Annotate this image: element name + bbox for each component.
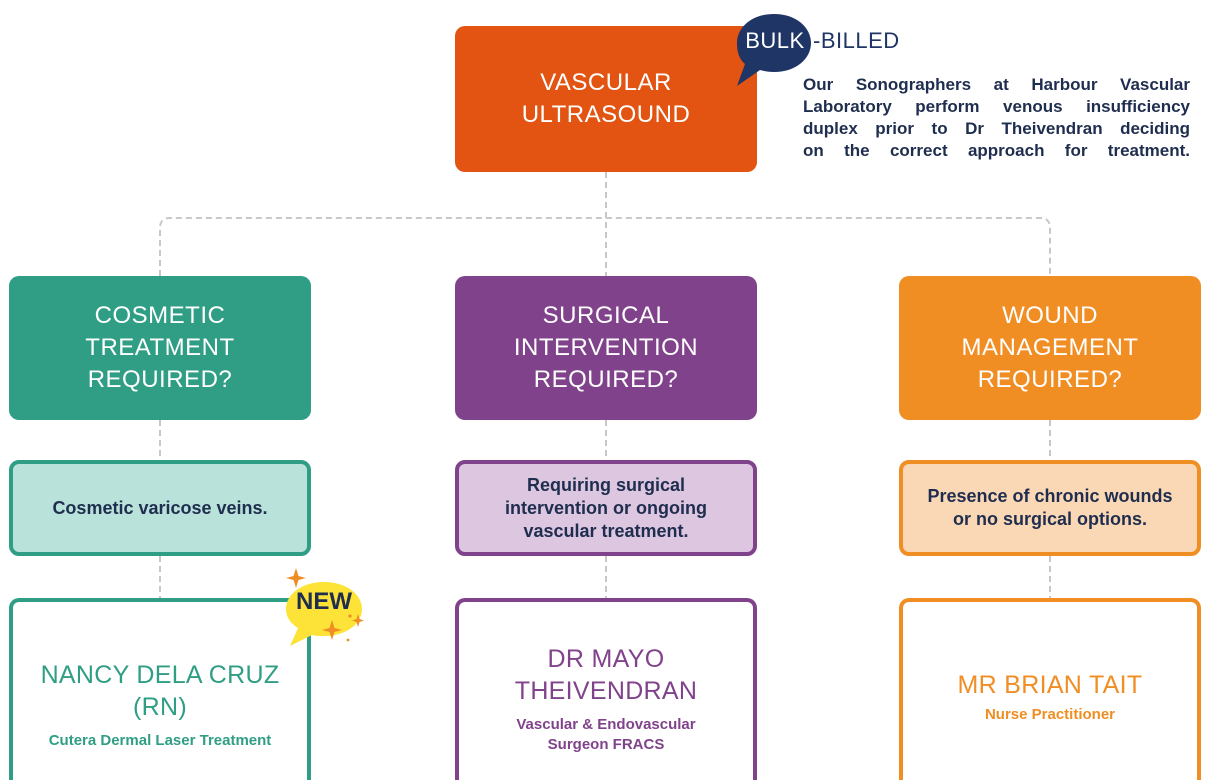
title-line-2: ULTRASOUND	[521, 101, 691, 128]
theivendran-role: Vascular & Endovascular Surgeon FRACS	[516, 716, 696, 753]
wound-heading-box: WOUND MANAGEMENT REQUIRED?	[899, 276, 1201, 420]
name-line: MR BRIAN TAIT	[957, 671, 1143, 699]
sonographer-note: Our Sonographers at Harbour Vascular Lab…	[803, 74, 1190, 162]
heading-line: INTERVENTION	[513, 334, 699, 361]
cosmetic-heading: COSMETIC TREATMENT REQUIRED?	[65, 300, 254, 396]
brian-role: Nurse Practitioner	[984, 706, 1116, 723]
surgical-description-box: Requiring surgical intervention or ongoi…	[455, 460, 757, 556]
nancy-card: NANCY DELA CRUZ (RN) Cutera Dermal Laser…	[9, 598, 311, 780]
surgical-heading-box: SURGICAL INTERVENTION REQUIRED?	[455, 276, 757, 420]
cosmetic-description: Cosmetic varicose veins.	[52, 497, 268, 518]
brian-card: MR BRIAN TAIT Nurse Practitioner	[899, 598, 1201, 780]
name-line: NANCY DELA CRUZ	[40, 661, 280, 689]
cosmetic-description-box: Cosmetic varicose veins.	[9, 460, 311, 556]
nancy-name: NANCY DELA CRUZ (RN)	[31, 659, 290, 723]
title-line-1: VASCULAR	[540, 69, 672, 96]
vascular-ultrasound-box: VASCULAR ULTRASOUND	[455, 26, 757, 172]
heading-line: REQUIRED?	[977, 366, 1123, 393]
theivendran-name: DR MAYO THEIVENDRAN	[505, 643, 708, 707]
heading-line: WOUND	[1002, 302, 1098, 329]
heading-line: TREATMENT	[85, 334, 235, 361]
surgical-description: Requiring surgical intervention or ongoi…	[505, 474, 707, 541]
surgical-heading: SURGICAL INTERVENTION REQUIRED?	[494, 300, 718, 396]
wound-description-box: Presence of chronic wounds or no surgica…	[899, 460, 1201, 556]
vascular-ultrasound-title: VASCULAR ULTRASOUND	[502, 67, 711, 131]
bulk-badge-text: BULK	[745, 28, 805, 53]
note-line: Laboratory perform venous insufficiency	[803, 97, 1190, 116]
note-line: on the correct approach for treatment.	[803, 141, 1190, 160]
new-badge-icon	[286, 568, 364, 646]
heading-line: REQUIRED?	[533, 366, 679, 393]
name-line: DR MAYO	[547, 645, 665, 673]
heading-line: REQUIRED?	[87, 366, 233, 393]
nancy-role: Cutera Dermal Laser Treatment	[48, 732, 272, 749]
note-line: duplex prior to Dr Theivendran deciding	[803, 119, 1190, 138]
cosmetic-heading-box: COSMETIC TREATMENT REQUIRED?	[9, 276, 311, 420]
name-line: THEIVENDRAN	[514, 677, 698, 705]
theivendran-card: DR MAYO THEIVENDRAN Vascular & Endovascu…	[455, 598, 757, 780]
heading-line: MANAGEMENT	[961, 334, 1139, 361]
new-badge-text: NEW	[296, 588, 352, 615]
wound-description: Presence of chronic wounds or no surgica…	[927, 486, 1173, 529]
name-line: (RN)	[133, 693, 187, 721]
wound-heading: WOUND MANAGEMENT REQUIRED?	[941, 300, 1158, 396]
billed-label: -BILLED	[813, 28, 900, 53]
heading-line: SURGICAL	[542, 302, 670, 329]
connector-branch	[159, 217, 1051, 276]
note-line: Our Sonographers at Harbour Vascular	[803, 75, 1190, 94]
heading-line: COSMETIC	[94, 302, 226, 329]
brian-name: MR BRIAN TAIT	[948, 669, 1153, 701]
bulk-bubble-icon	[737, 14, 811, 86]
